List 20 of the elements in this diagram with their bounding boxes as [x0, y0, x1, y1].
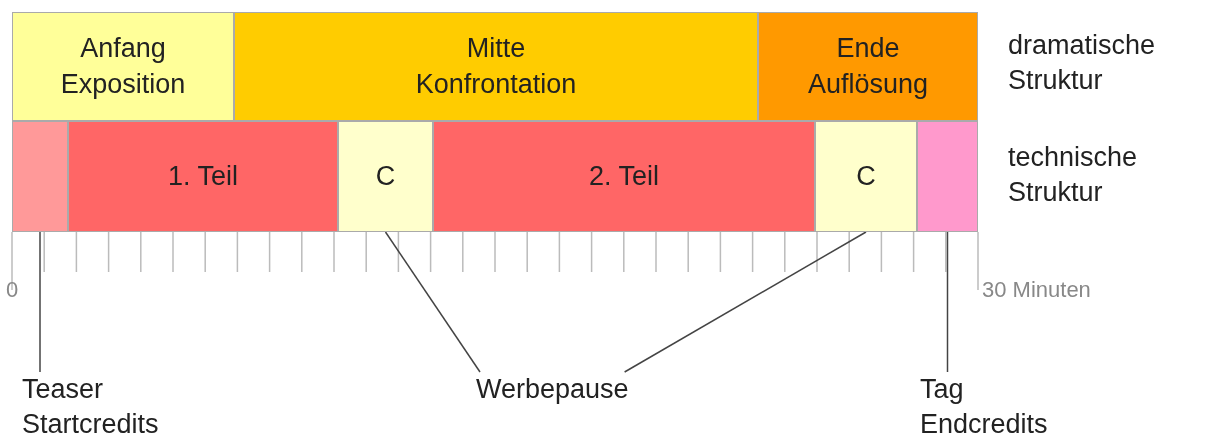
scale-label: 0: [6, 276, 19, 304]
segment-block: C: [338, 121, 433, 232]
leader-line: [39, 231, 41, 373]
callout-text: Teaser Startcredits: [22, 372, 159, 443]
segment-block: 2. Teil: [433, 121, 815, 232]
row-label: technische Struktur: [1008, 141, 1139, 210]
scale-label: 30 Minuten: [982, 276, 1091, 304]
segment-block: C: [815, 121, 917, 232]
segment-block: Anfang Exposition: [12, 12, 234, 121]
leader-line: [384, 231, 481, 373]
segment-block: Ende Auflösung: [758, 12, 978, 121]
callout-text: Werbepause: [476, 372, 629, 408]
callout-text: Tag Endcredits: [920, 372, 1048, 443]
leader-line: [623, 231, 867, 373]
row-label: dramatische Struktur: [1008, 29, 1157, 98]
segment-block: Mitte Konfrontation: [234, 12, 758, 121]
leader-line: [946, 231, 949, 373]
segment-block: 1. Teil: [68, 121, 338, 232]
segment-block: [12, 121, 68, 232]
segment-block: [917, 121, 978, 232]
